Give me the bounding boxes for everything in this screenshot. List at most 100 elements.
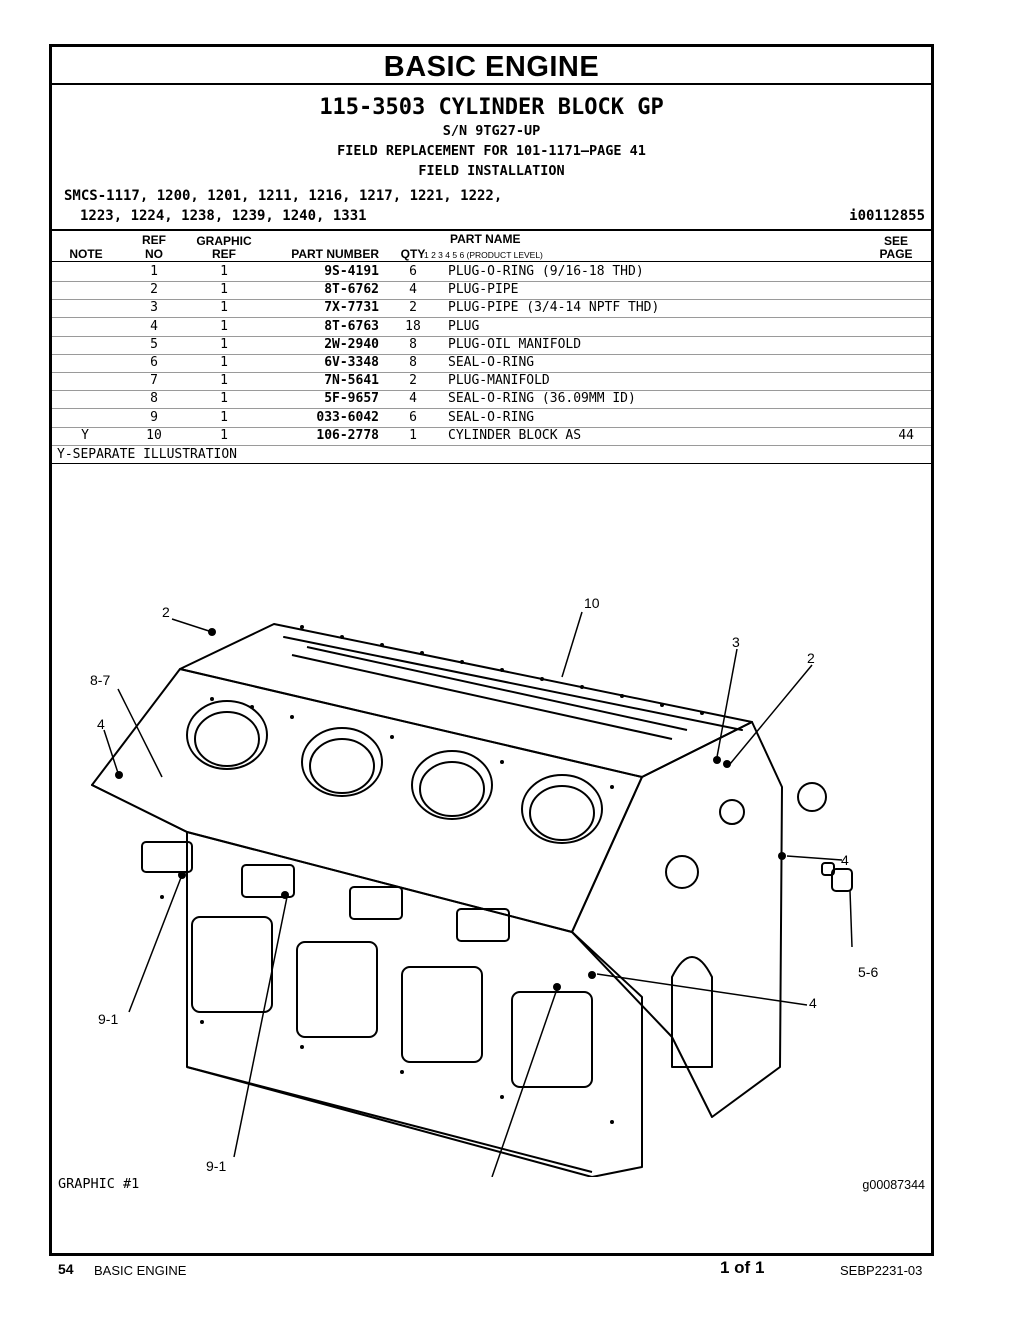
section-title: BASIC ENGINE xyxy=(52,47,931,85)
illustration-id: i00112855 xyxy=(849,208,925,224)
cell-name: PLUG-OIL MANIFOLD xyxy=(448,336,582,352)
table-footnote: Y-SEPARATE ILLUSTRATION xyxy=(57,447,238,462)
page-count: 1 of 1 xyxy=(720,1258,765,1277)
header-product-level: 1 2 3 4 5 6 (PRODUCT LEVEL) xyxy=(424,250,543,260)
cell-name: SEAL-O-RING xyxy=(448,355,535,370)
callout-4-left: 4 xyxy=(97,716,105,732)
cell-gref: 1 xyxy=(220,409,228,425)
cell-qty: 6 xyxy=(409,409,417,425)
table-row: 2 1 8T-6762 4 PLUG-PIPE xyxy=(52,281,931,301)
cell-ref: 10 xyxy=(146,427,162,443)
cell-qty: 18 xyxy=(405,318,421,334)
cell-note: Y xyxy=(81,427,89,443)
callout-8-7: 8-7 xyxy=(90,672,110,688)
page-frame: BASIC ENGINE 115-3503 CYLINDER BLOCK GP … xyxy=(49,44,934,1256)
cell-ref: 6 xyxy=(150,355,158,370)
cell-ref: 9 xyxy=(150,409,158,425)
cell-part: 7X-7731 xyxy=(324,300,379,316)
header-graphic: GRAPHIC xyxy=(196,234,252,248)
callout-4-mid: 4 xyxy=(809,995,817,1011)
cell-part: 5F-9657 xyxy=(324,391,379,407)
cell-gref: 1 xyxy=(220,282,228,298)
graphic-label: GRAPHIC #1 xyxy=(58,1176,140,1192)
cell-name: PLUG xyxy=(448,318,480,334)
header-rule xyxy=(52,261,931,262)
document-id: SEBP2231-03 xyxy=(840,1263,923,1278)
header-ref: REF xyxy=(142,233,166,247)
cell-name: PLUG-PIPE xyxy=(448,282,519,298)
cell-qty: 2 xyxy=(409,300,417,316)
cell-ref: 1 xyxy=(150,264,158,279)
table-row: 7 1 7N-5641 2 PLUG-MANIFOLD xyxy=(52,372,931,392)
header-ref-no: NO xyxy=(145,247,163,261)
cell-qty: 4 xyxy=(409,391,417,407)
cell-ref: 7 xyxy=(150,373,158,389)
table-row: 5 1 2W-2940 8 PLUG-OIL MANIFOLD xyxy=(52,336,931,355)
footnote-rule xyxy=(52,463,931,464)
cell-part: 7N-5641 xyxy=(324,373,379,389)
cell-qty: 8 xyxy=(409,336,417,352)
cell-gref: 1 xyxy=(220,264,228,279)
cell-qty: 4 xyxy=(409,282,417,298)
header-qty: QTY xyxy=(400,247,426,261)
cell-gref: 1 xyxy=(220,427,228,443)
cell-see: 44 xyxy=(898,427,914,443)
cylinder-block-illustration: 2 8-7 4 10 3 2 4 5-6 4 9-1 9-1 4 xyxy=(90,595,878,1177)
header-part-name: PART NAME xyxy=(450,232,521,246)
cell-part: 9S-4191 xyxy=(324,264,379,279)
field-replacement: FIELD REPLACEMENT FOR 101-1171—PAGE 41 xyxy=(337,143,646,159)
header-graphic-ref: REF xyxy=(212,247,236,261)
cell-part: 8T-6762 xyxy=(324,282,379,298)
cell-qty: 6 xyxy=(409,264,417,279)
footer-section: BASIC ENGINE xyxy=(94,1263,187,1278)
table-row: 9 1 033-6042 6 SEAL-O-RING xyxy=(52,409,931,428)
cell-name: PLUG-MANIFOLD xyxy=(448,373,550,389)
page-number: 54 xyxy=(58,1261,74,1277)
cell-ref: 5 xyxy=(150,336,158,352)
cell-qty: 2 xyxy=(409,373,417,389)
cell-part: 8T-6763 xyxy=(324,318,379,334)
header-see-page: PAGE xyxy=(879,247,913,261)
cell-ref: 4 xyxy=(150,318,158,334)
cell-gref: 1 xyxy=(220,391,228,407)
graphic-id: g00087344 xyxy=(862,1178,925,1192)
cell-gref: 1 xyxy=(220,318,228,334)
smcs-line-1: SMCS-1117, 1200, 1201, 1211, 1216, 1217,… xyxy=(64,188,503,204)
callout-2-right: 2 xyxy=(807,650,815,666)
cell-ref: 2 xyxy=(150,282,158,298)
cell-part: 033-6042 xyxy=(316,409,379,425)
cell-gref: 1 xyxy=(220,355,228,370)
smcs-line-2: 1223, 1224, 1238, 1239, 1240, 1331 xyxy=(80,208,367,224)
callout-10: 10 xyxy=(584,595,600,611)
cell-part: 2W-2940 xyxy=(324,336,379,352)
table-top-rule xyxy=(52,229,931,231)
cell-name: SEAL-O-RING xyxy=(448,409,535,425)
table-row: 4 1 8T-6763 18 PLUG xyxy=(52,318,931,337)
callout-4-right: 4 xyxy=(841,852,849,868)
callout-9-1-bottom: 9-1 xyxy=(206,1158,226,1174)
cell-gref: 1 xyxy=(220,373,228,389)
table-row: 8 1 5F-9657 4 SEAL-O-RING (36.09MM ID) xyxy=(52,390,931,410)
table-row: 6 1 6V-3348 8 SEAL-O-RING xyxy=(52,354,931,373)
callout-9-1-left: 9-1 xyxy=(98,1011,118,1027)
cell-name: SEAL-O-RING (36.09MM ID) xyxy=(448,391,636,407)
cell-qty: 8 xyxy=(409,355,417,370)
callout-2-top-left: 2 xyxy=(162,604,170,620)
cell-ref: 3 xyxy=(150,300,158,316)
serial-number: S/N 9TG27-UP xyxy=(442,123,541,139)
group-title: 115-3503 CYLINDER BLOCK GP xyxy=(319,95,664,120)
cell-ref: 8 xyxy=(150,391,158,407)
cell-part: 6V-3348 xyxy=(324,355,379,370)
callout-4-bottom: 4 xyxy=(488,1176,496,1177)
cell-qty: 1 xyxy=(409,427,417,443)
callout-3: 3 xyxy=(732,634,740,650)
cell-gref: 1 xyxy=(220,336,228,352)
header-note: NOTE xyxy=(69,247,103,261)
cell-name: CYLINDER BLOCK AS xyxy=(448,427,582,443)
cell-name: PLUG-PIPE (3/4-14 NPTF THD) xyxy=(448,300,660,316)
callout-5-6: 5-6 xyxy=(858,964,878,980)
cell-part: 106-2778 xyxy=(316,427,379,443)
header-see: SEE xyxy=(883,234,908,248)
